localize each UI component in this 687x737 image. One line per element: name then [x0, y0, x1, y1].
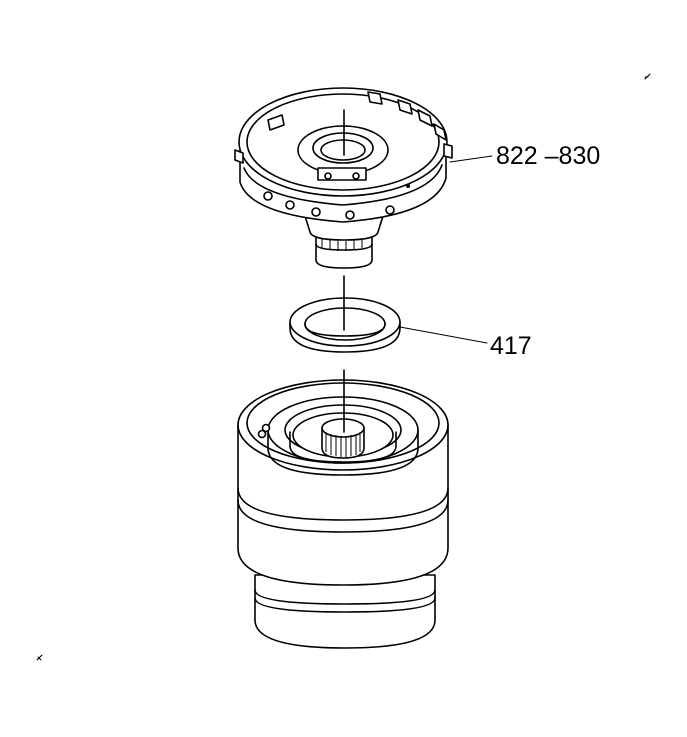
planetary-carrier	[234, 87, 453, 269]
corner-mark-bottom-left	[36, 654, 43, 661]
callout-planetary-carrier: 822 –830	[449, 142, 600, 170]
callout-thrust-washer: 417	[399, 326, 532, 360]
thrust-washer	[289, 297, 401, 353]
drum-housing	[237, 379, 449, 649]
carrier-rim-tabs	[234, 91, 453, 164]
callout-label-822-830: 822 –830	[496, 142, 600, 170]
callout-label-417: 417	[490, 332, 532, 360]
corner-mark-top-right	[644, 73, 651, 80]
